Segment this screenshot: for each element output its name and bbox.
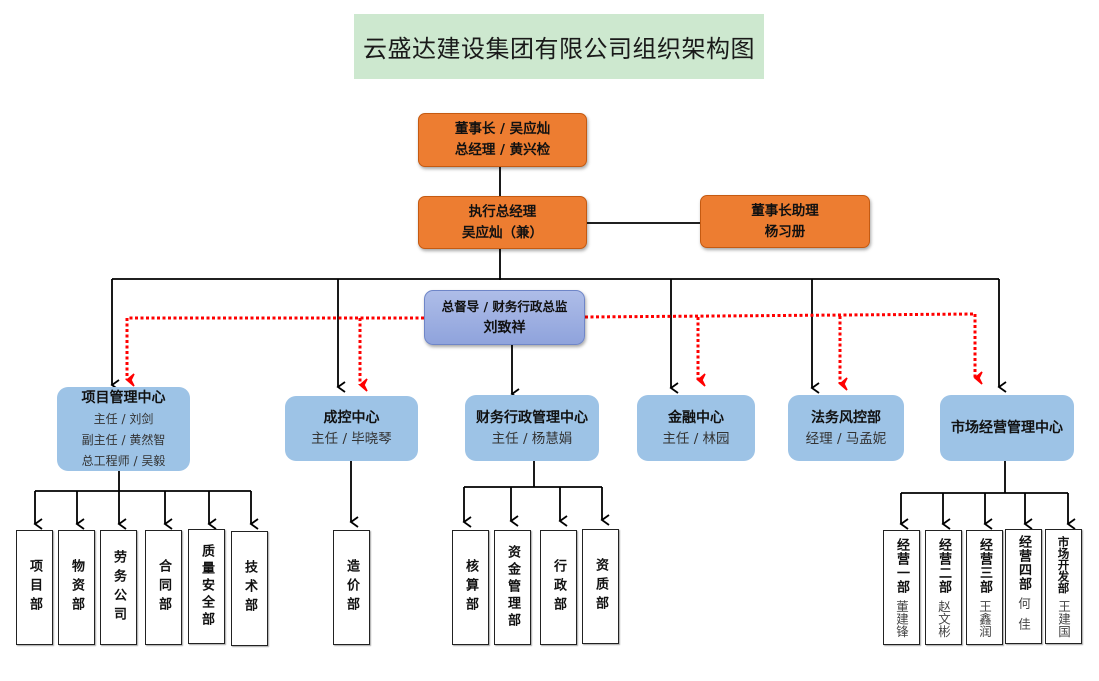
dept-name: 市场开发部 xyxy=(1056,536,1071,594)
center-name: 成控中心 xyxy=(323,410,380,426)
dept-name: 项目部 xyxy=(27,559,42,616)
dept-name: 物资部 xyxy=(69,559,84,616)
dept-name: 质量安全部 xyxy=(199,544,214,629)
dept-box: 经营四部 何佳 xyxy=(1005,529,1042,644)
dept-name: 核算部 xyxy=(463,559,478,616)
dept-head: 董建锋 xyxy=(894,599,909,638)
center-name: 金融中心 xyxy=(668,409,724,426)
dept-box: 项目部 xyxy=(16,530,53,645)
dept-box: 市场开发部 王建国 xyxy=(1045,529,1082,644)
dept-box: 物资部 xyxy=(58,530,95,645)
center-finance: 金融中心 主任 / 林园 xyxy=(637,395,755,461)
center-name: 法务风控部 xyxy=(811,409,881,426)
center-staff: 总工程师 / 吴毅 xyxy=(81,453,166,468)
dept-box: 经营二部 赵文彬 xyxy=(925,530,962,645)
center-cost-control: 成控中心 主任 / 毕晓琴 xyxy=(285,396,418,461)
dept-name: 造价部 xyxy=(344,559,359,616)
dept-name: 经营三部 xyxy=(977,537,992,594)
general-manager-label: 总经理 / 黄兴检 xyxy=(454,142,551,158)
chairman-assistant-box: 董事长助理 杨习册 xyxy=(700,195,870,248)
dept-box: 资金管理部 xyxy=(494,530,531,645)
dept-box: 造价部 xyxy=(333,530,370,645)
dept-head: 赵文彬 xyxy=(936,599,951,638)
executive-title: 执行总经理 xyxy=(468,203,537,220)
center-market-operations: 市场经营管理中心 xyxy=(940,395,1074,461)
center-project-management: 项目管理中心 主任 / 刘剑 副主任 / 黄然智 总工程师 / 吴毅 xyxy=(57,387,190,471)
dept-box: 经营三部 王鑫润 xyxy=(966,530,1003,645)
dept-box: 资质部 xyxy=(582,529,619,644)
supervisor-name: 刘致祥 xyxy=(483,319,526,336)
assistant-title: 董事长助理 xyxy=(751,202,819,219)
dept-box: 经营一部 董建锋 xyxy=(883,530,920,645)
dept-box: 技术部 xyxy=(231,531,268,646)
center-staff: 主任 / 毕晓琴 xyxy=(311,431,392,447)
center-name: 项目管理中心 xyxy=(81,389,166,406)
dept-name: 资质部 xyxy=(593,558,608,615)
dept-box: 质量安全部 xyxy=(188,529,225,644)
assistant-name: 杨习册 xyxy=(764,223,806,240)
dept-name: 行政部 xyxy=(551,559,566,616)
center-name: 市场经营管理中心 xyxy=(951,420,1063,436)
dept-name: 经营四部 xyxy=(1016,535,1031,591)
chart-title: 云盛达建设集团有限公司组织架构图 xyxy=(363,35,755,63)
chairman-label: 董事长 / 吴应灿 xyxy=(454,121,551,137)
center-legal-risk: 法务风控部 经理 / 马孟妮 xyxy=(788,395,904,461)
dept-name: 经营二部 xyxy=(936,537,951,594)
dept-name: 经营一部 xyxy=(894,537,909,594)
dept-name: 资金管理部 xyxy=(505,545,520,630)
dept-box: 核算部 xyxy=(452,530,489,645)
dept-name: 劳务公司 xyxy=(111,549,126,626)
center-staff: 主任 / 刘剑 xyxy=(93,411,154,426)
supervisor-title: 总督导 / 财务行政总监 xyxy=(441,298,568,314)
dept-box: 行政部 xyxy=(540,530,577,645)
supervisor-box: 总督导 / 财务行政总监 刘致祥 xyxy=(424,290,585,345)
dept-head: 王鑫润 xyxy=(977,599,992,638)
center-staff: 副主任 / 黄然智 xyxy=(81,432,166,447)
dept-name: 合同部 xyxy=(156,559,171,616)
center-staff: 主任 / 杨慧娟 xyxy=(491,430,573,447)
dept-name: 技术部 xyxy=(242,560,257,617)
center-name: 财务行政管理中心 xyxy=(476,409,588,426)
dept-head: 王建国 xyxy=(1056,599,1071,638)
dept-box: 合同部 xyxy=(145,530,182,645)
dept-head: 何佳 xyxy=(1016,597,1031,638)
chairman-box: 董事长 / 吴应灿 总经理 / 黄兴检 xyxy=(418,113,587,167)
dotted-right-bus xyxy=(584,312,976,319)
center-staff: 主任 / 林园 xyxy=(662,430,730,447)
executive-name: 吴应灿（兼） xyxy=(462,224,543,241)
title-banner: 云盛达建设集团有限公司组织架构图 xyxy=(354,14,764,79)
center-staff: 经理 / 马孟妮 xyxy=(805,430,887,447)
executive-gm-box: 执行总经理 吴应灿（兼） xyxy=(418,196,587,249)
center-finance-admin: 财务行政管理中心 主任 / 杨慧娟 xyxy=(465,395,599,461)
dept-box: 劳务公司 xyxy=(100,530,137,645)
